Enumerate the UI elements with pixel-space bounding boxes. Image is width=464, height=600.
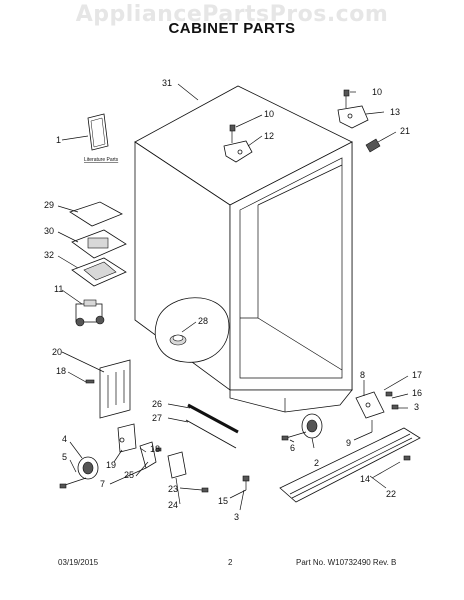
- grille-20: [85, 359, 131, 419]
- upper-hinge-right: [337, 89, 381, 153]
- upper-hinge-center: [223, 124, 253, 163]
- module-30: [71, 229, 127, 259]
- callout-30: 30: [44, 226, 54, 236]
- callout-4: 4: [62, 434, 67, 444]
- callout-26: 26: [152, 399, 162, 409]
- leader-lines: [57, 83, 409, 511]
- roller-left: [59, 456, 99, 489]
- callout-10-center: 10: [264, 109, 274, 119]
- callout-28: 28: [198, 316, 208, 326]
- cabinet-body: [134, 85, 353, 413]
- cover-29: [69, 201, 123, 227]
- footer-page-number: 2: [228, 558, 233, 567]
- callout-19: 19: [106, 460, 116, 470]
- callout-7: 7: [100, 479, 105, 489]
- callout-31: 31: [162, 78, 172, 88]
- footer-date: 03/19/2015: [58, 558, 99, 567]
- callout-27: 27: [152, 413, 162, 423]
- callout-18-lower: 18: [150, 444, 160, 454]
- base-grille-22: [279, 427, 421, 503]
- bracket-left: [117, 423, 162, 469]
- bracket-right: [355, 391, 399, 432]
- lower-brackets: [167, 451, 250, 493]
- housing-32: [71, 257, 127, 287]
- literature-parts: [87, 113, 109, 151]
- callout-5: 5: [62, 452, 67, 462]
- footer-part-number: Part No. W10732490 Rev. B: [296, 558, 397, 567]
- callout-13: 13: [390, 107, 400, 117]
- literature-label: Literature Parts: [84, 157, 119, 163]
- callout-8: 8: [360, 370, 365, 380]
- tube-26-27: [185, 403, 239, 449]
- callout-12: 12: [264, 131, 274, 141]
- callout-17: 17: [412, 370, 422, 380]
- drain-cutaway: [154, 297, 230, 363]
- callout-9: 9: [346, 438, 351, 448]
- callout-6: 6: [290, 443, 295, 453]
- watermark: AppliancePartsPros.com: [75, 2, 389, 27]
- callout-32: 32: [44, 250, 54, 260]
- roller-right: [281, 413, 323, 441]
- callout-3-lower: 3: [234, 512, 239, 522]
- callout-16: 16: [412, 388, 422, 398]
- callout-14: 14: [360, 474, 370, 484]
- callout-20: 20: [52, 347, 62, 357]
- callout-22: 22: [386, 489, 396, 499]
- callout-29: 29: [44, 200, 54, 210]
- callout-23: 23: [168, 484, 178, 494]
- page-title: CABINET PARTS: [168, 20, 296, 37]
- callout-24: 24: [168, 500, 178, 510]
- callout-25: 25: [124, 470, 134, 480]
- callout-3-right: 3: [414, 402, 419, 412]
- callout-21: 21: [400, 126, 410, 136]
- callout-15: 15: [218, 496, 228, 506]
- callout-labels: 31 10 13 10 12 21 1 Literature Parts 29 …: [44, 78, 422, 522]
- callout-10-right: 10: [372, 87, 382, 97]
- callout-1: 1: [56, 135, 61, 145]
- valve-11: [75, 299, 105, 327]
- callout-18-upper: 18: [56, 366, 66, 376]
- callout-2: 2: [314, 458, 319, 468]
- callout-11: 11: [54, 284, 63, 294]
